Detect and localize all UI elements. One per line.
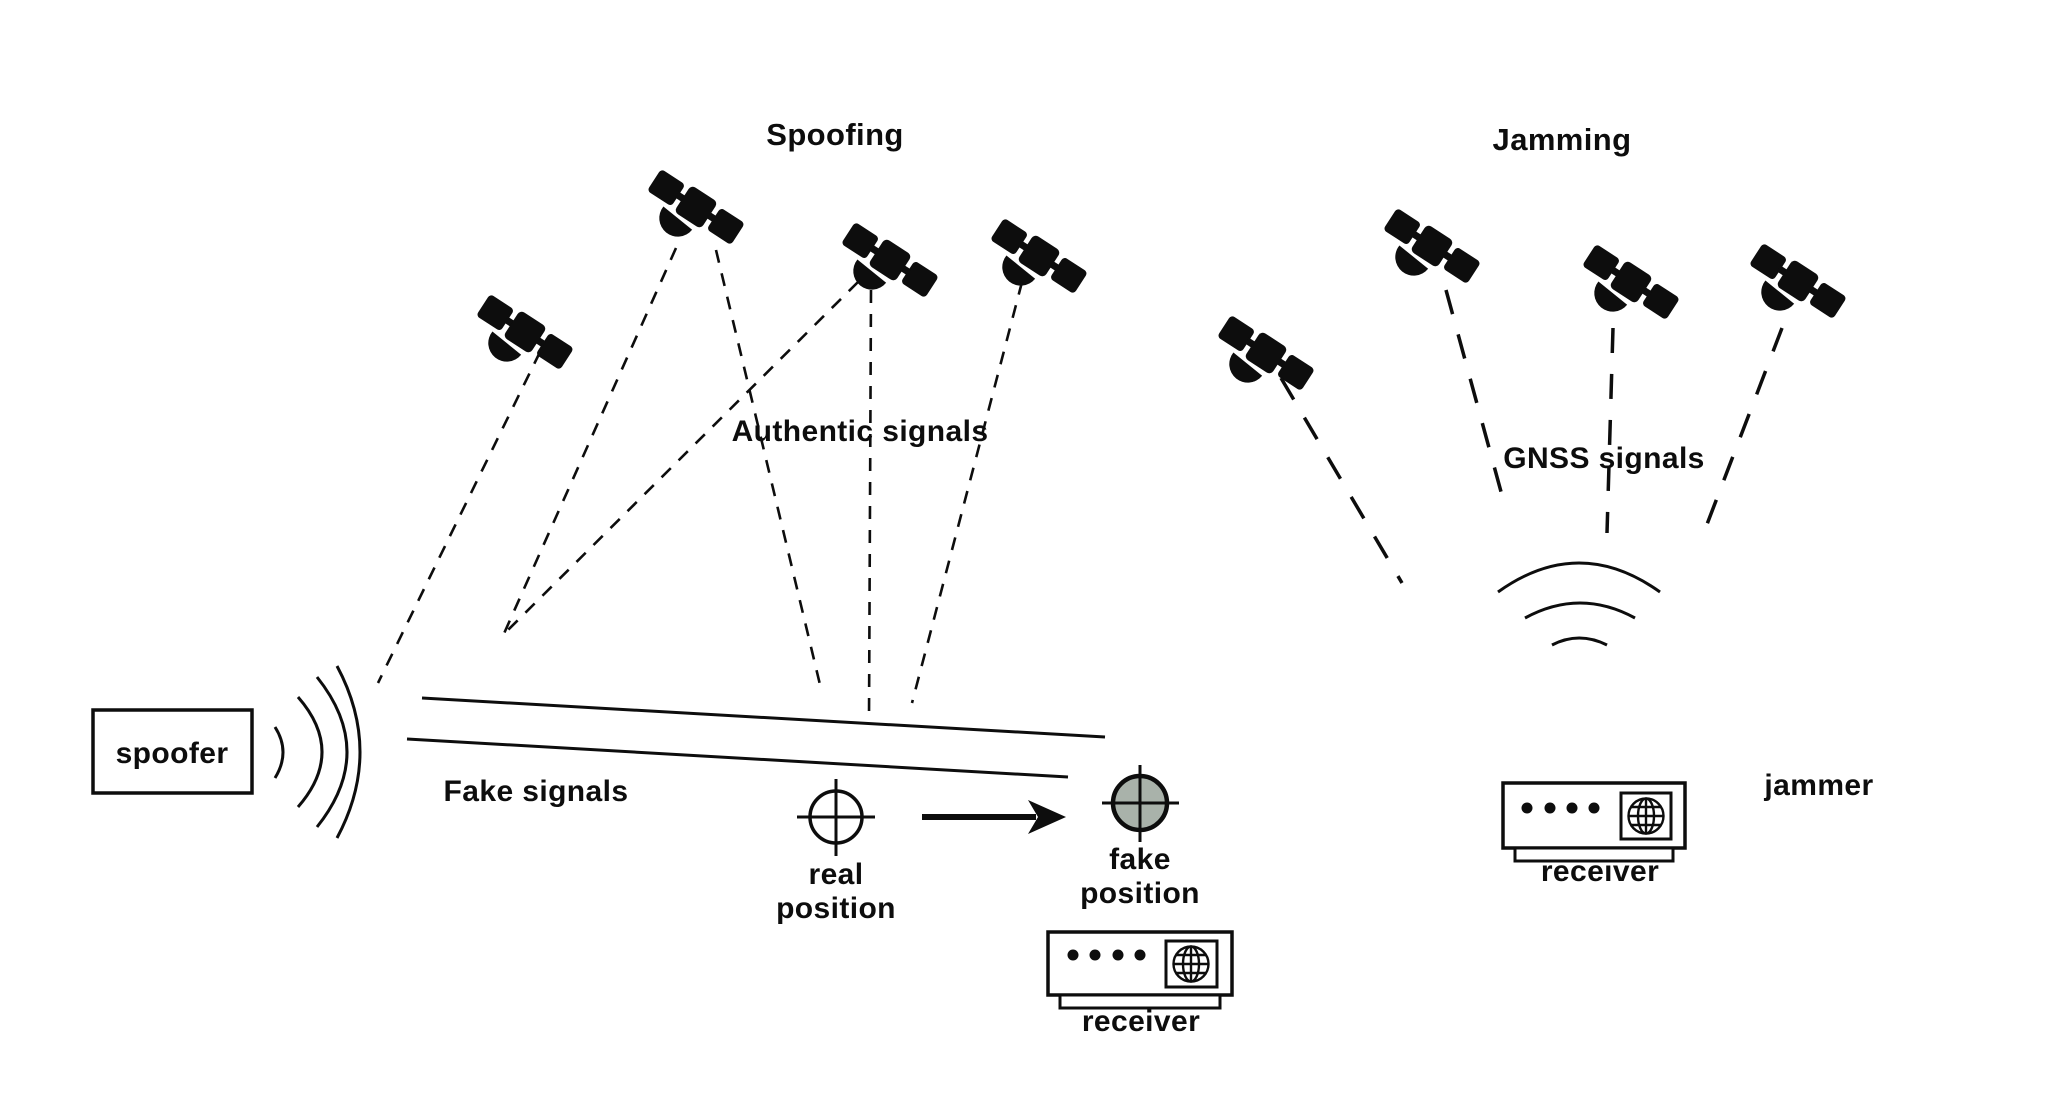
fake-signal-line <box>421 696 1106 739</box>
fake-position-label-line1: fake <box>1109 843 1171 876</box>
interference-arc <box>1497 561 1661 594</box>
emission-arc <box>335 665 362 839</box>
indicator-dot <box>1566 802 1578 814</box>
globe-icon <box>1172 945 1210 983</box>
jammer-interference-arcs <box>1497 561 1661 647</box>
emission-arc <box>296 696 324 808</box>
indicator-dot <box>1134 949 1146 961</box>
authentic-signals-label: Authentic signals <box>732 415 989 448</box>
interference-arc <box>1551 636 1608 647</box>
satellite-icon <box>826 219 941 321</box>
spoofing-section: Spoofing Authentic signals spoofer <box>91 117 1234 1038</box>
real-position-label-line2: position <box>776 892 896 925</box>
authentic-signal-lines <box>376 247 1024 719</box>
satellite-icon <box>632 166 747 268</box>
authentic-signal-line <box>714 249 824 694</box>
jamming-title: Jamming <box>1493 122 1632 157</box>
authentic-signal-line <box>376 351 542 684</box>
satellite-icon <box>975 215 1090 317</box>
indicator-dots <box>1067 949 1146 961</box>
satellite-icon <box>1567 241 1682 343</box>
interference-arc <box>1524 601 1636 620</box>
indicator-dot <box>1089 949 1101 961</box>
receiver-icon <box>1501 781 1687 863</box>
gnss-signals-label: GNSS signals <box>1503 442 1705 475</box>
authentic-signal-line <box>507 281 859 631</box>
gnss-signal-lines <box>1279 289 1784 584</box>
receiver-label: receiver <box>1541 855 1659 888</box>
authentic-signal-line <box>500 247 678 639</box>
jammer-label: jammer <box>1763 769 1873 802</box>
gnss-signal-line <box>1605 327 1615 534</box>
fake-position-marker <box>1102 765 1179 842</box>
receiver-base <box>1513 846 1675 863</box>
fake-signals-label: Fake signals <box>444 775 629 808</box>
receiver-base <box>1058 993 1222 1010</box>
gnss-signal-line <box>1699 327 1784 541</box>
globe-icon <box>1627 797 1665 835</box>
spoofer-emission-arcs <box>273 665 362 839</box>
authentic-signal-line <box>910 281 1024 704</box>
indicator-dots <box>1521 802 1600 814</box>
gnss-signal-line <box>1444 289 1508 511</box>
indicator-dot <box>1112 949 1124 961</box>
satellite-icon <box>1202 312 1317 414</box>
satellite-icon <box>461 291 576 393</box>
gnss-signal-line <box>1279 377 1404 584</box>
jamming-section: Jamming GNSS signals <box>1202 122 1873 888</box>
spoofer-box <box>91 708 254 795</box>
satellite-icon <box>1734 240 1849 342</box>
emission-arc <box>273 726 285 779</box>
receiver-icon <box>1046 930 1234 1010</box>
fake-signal-line <box>406 737 1069 779</box>
emission-arc <box>315 676 349 828</box>
indicator-dot <box>1067 949 1079 961</box>
real-position-label-line1: real <box>809 858 864 891</box>
fake-signal-beam <box>406 696 1106 779</box>
spoofer-label: spoofer <box>116 737 229 770</box>
arrow-head <box>1028 800 1066 834</box>
indicator-dot <box>1588 802 1600 814</box>
authentic-signal-line <box>867 289 873 719</box>
indicator-dot <box>1544 802 1556 814</box>
indicator-dot <box>1521 802 1533 814</box>
receiver-label: receiver <box>1082 1005 1200 1038</box>
real-position-marker <box>797 779 875 856</box>
satellite-icon <box>1368 205 1483 307</box>
movement-arrow <box>922 800 1066 834</box>
spoofing-title: Spoofing <box>766 117 904 152</box>
fake-position-label-line2: position <box>1080 877 1200 910</box>
